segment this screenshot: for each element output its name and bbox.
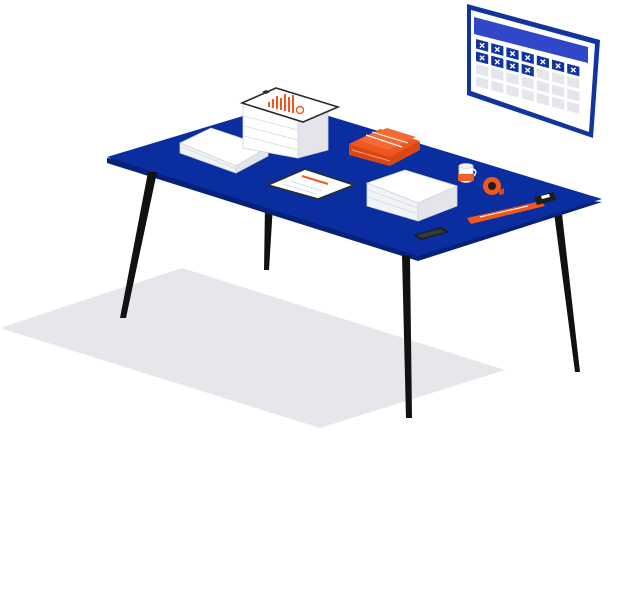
calendar-day [506,84,519,98]
table-leg-front-right [402,255,412,418]
smartphone-icon [413,227,449,240]
calendar-day [476,76,489,90]
coffee-mug [458,163,477,183]
pie-chart-icon [295,105,305,115]
calendar-day [567,101,580,114]
calendar-day [567,76,580,89]
x-mark-icon [570,67,576,73]
calendar-day [521,88,534,102]
x-mark-icon [555,63,561,69]
bar-chart-icon [268,94,294,113]
calendar-day [552,84,565,98]
pen-icon [301,175,329,185]
x-mark-icon [479,42,485,49]
calendar-day [491,68,504,81]
x-mark-icon [479,55,485,61]
calendar-day [521,76,534,90]
table-leg-front-left [120,172,157,318]
calendar-day [506,72,519,85]
calendar-day [476,64,489,77]
x-mark-icon [509,50,516,57]
calendar-day [536,80,549,94]
ruler-icon [467,192,556,224]
x-mark-icon [509,63,516,69]
x-mark-icon [525,54,531,61]
x-mark-icon [494,46,500,53]
calendar-day [552,72,565,85]
paper-stack-right [365,169,459,222]
orange-folders [349,128,420,166]
calendar-day [552,97,565,110]
table-leg-back-right [553,205,580,372]
calendar-header [474,17,588,63]
calendar-day [491,80,504,94]
calendar-day [567,88,580,102]
calendar-grid [476,39,580,114]
x-mark-icon [540,59,546,65]
x-mark-icon [525,67,531,73]
calendar-day [536,92,549,106]
clipboard-with-pen [265,168,357,200]
paper-stack-left [179,127,269,174]
calendar-day [536,67,549,81]
x-mark-icon [494,59,500,65]
wall-calendar [467,4,600,138]
document-stack-with-chart [239,87,341,159]
table-leg-back-left [264,205,273,270]
tape-measure-icon [483,177,504,195]
table-top [107,103,602,256]
table-shadow [0,268,505,428]
